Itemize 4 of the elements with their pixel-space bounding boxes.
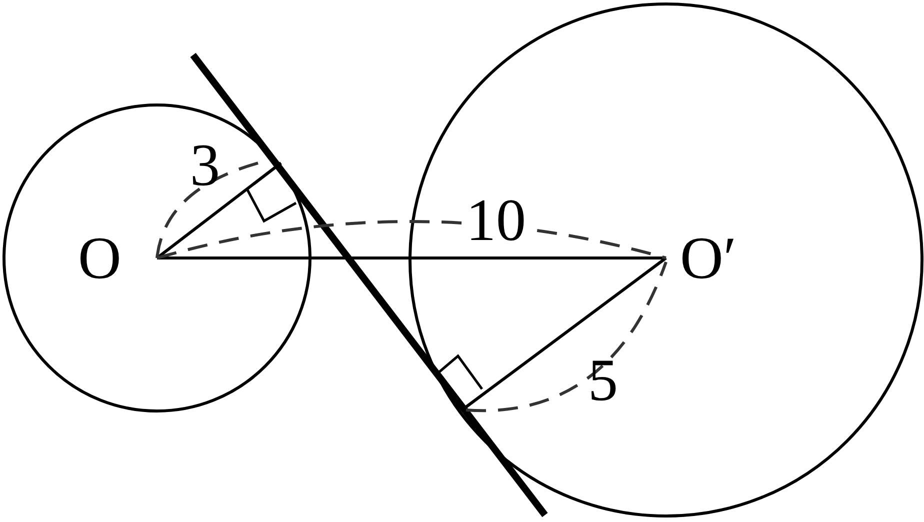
point-label: O <box>78 228 122 288</box>
point-label: O′ <box>680 228 736 288</box>
length-label: 5 <box>588 350 618 410</box>
length-label: 3 <box>190 135 220 195</box>
